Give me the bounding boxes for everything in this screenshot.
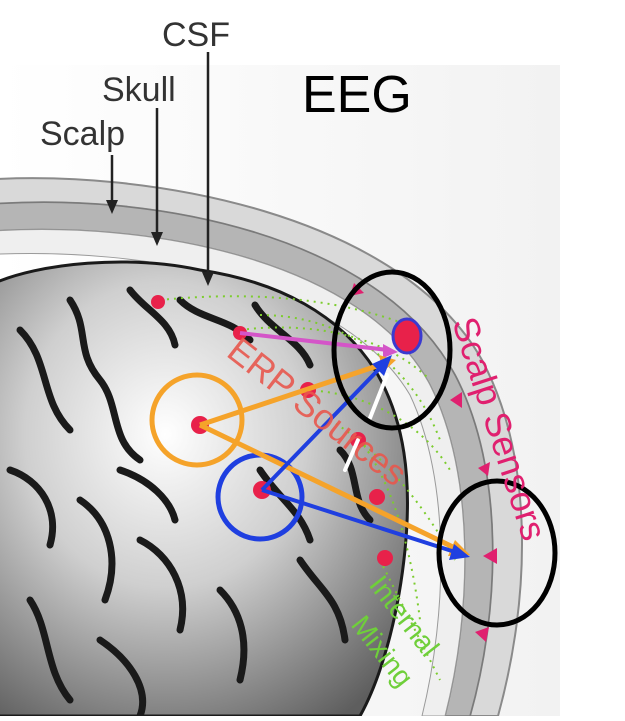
triangle-marker-icon xyxy=(483,548,497,564)
source-dot xyxy=(151,295,165,309)
magenta-arrow xyxy=(239,331,389,352)
brain xyxy=(0,260,409,716)
scalp-label: Scalp xyxy=(40,115,125,153)
scalp-sensor-markers xyxy=(350,283,497,642)
triangle-marker-icon xyxy=(475,627,489,642)
csf-label: CSF xyxy=(162,16,230,54)
eeg-title: EEG xyxy=(302,66,412,124)
triangle-marker-icon xyxy=(478,462,490,476)
lower-sensor-ellipse xyxy=(436,478,558,628)
source-dot xyxy=(377,550,393,566)
arrows xyxy=(198,331,470,560)
brain-folds xyxy=(6,286,374,716)
orange-arrow-lower xyxy=(198,422,457,551)
upper-sensor-ellipse xyxy=(331,269,453,431)
orange-source-circle xyxy=(149,372,245,468)
triangle-marker-icon xyxy=(450,392,462,408)
orange-arrow-upper xyxy=(199,362,381,428)
white-marks xyxy=(343,373,389,472)
source-dot xyxy=(369,489,385,505)
layer-pointers xyxy=(110,52,210,280)
blue-arrow-upper xyxy=(260,366,382,492)
sensor-electrode xyxy=(391,317,423,355)
internal-mixing-lines xyxy=(159,295,456,681)
skull-label: Skull xyxy=(102,71,176,109)
blue-arrow-lower xyxy=(261,488,456,554)
erp-source-dots xyxy=(151,295,393,566)
